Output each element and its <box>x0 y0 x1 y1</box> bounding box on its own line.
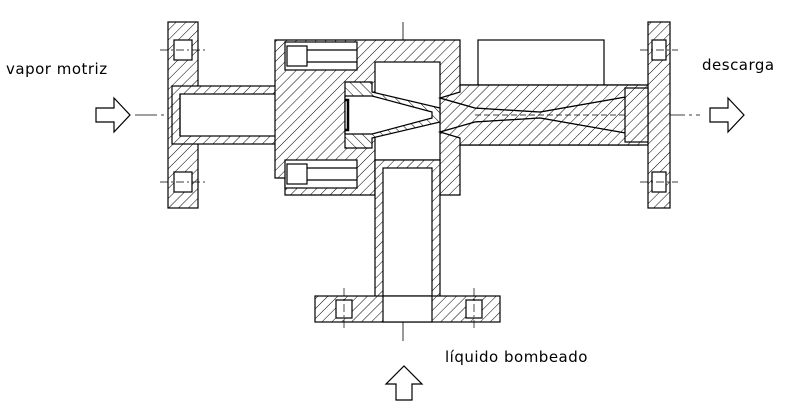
motive-nozzle <box>344 81 441 149</box>
suction-arrow-icon <box>384 365 424 401</box>
outlet-flange <box>624 21 678 209</box>
suction-pipe <box>374 159 441 319</box>
diffuser <box>437 84 666 146</box>
discharge-label: descarga <box>702 56 775 74</box>
inlet-arrow-icon <box>95 96 131 134</box>
top-boss <box>477 39 605 86</box>
suction-flange <box>314 288 501 330</box>
motive-steam-label: vapor motriz <box>6 60 108 78</box>
pumped-liquid-label: líquido bombeado <box>445 348 588 366</box>
outlet-arrow-icon <box>709 96 745 134</box>
